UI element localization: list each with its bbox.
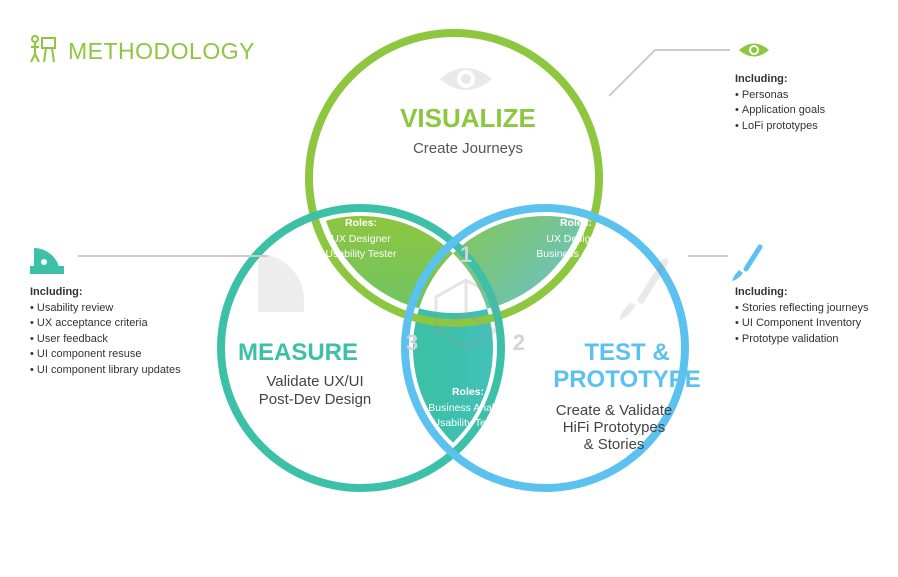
lens-visualize-test <box>413 216 589 313</box>
measure-subtitle-line1: Validate UX/UI <box>266 373 363 390</box>
measure-including-label: Including: <box>30 286 83 298</box>
roles-bottom-line2: Usability Tester <box>433 417 505 429</box>
brush-watermark-icon <box>619 258 669 320</box>
eye-icon <box>739 43 769 57</box>
list-item: Stories reflecting journeys <box>735 301 869 317</box>
roles-right-line1: UX Designer <box>546 233 606 245</box>
roles-left-line2: Usability Tester <box>326 248 398 260</box>
test-items-list: Stories reflecting journeys UI Component… <box>735 301 869 348</box>
visualize-ring <box>305 29 603 327</box>
list-item: Usability review <box>30 301 181 317</box>
list-item: UI component library updates <box>30 363 181 379</box>
visualize-subtitle: Create Journeys <box>413 140 523 157</box>
list-item: User feedback <box>30 332 181 348</box>
measure-subtitle-line2: Post-Dev Design <box>259 391 372 408</box>
visualize-including: Including: Personas Application goals Lo… <box>735 72 825 134</box>
list-item: Application goals <box>735 103 825 119</box>
test-ring <box>401 204 689 492</box>
test-subtitle-line2: HiFi Prototypes <box>563 419 666 436</box>
roles-left-label: Roles: <box>345 217 377 229</box>
test-including-label: Including: <box>735 286 788 298</box>
visualize-items-list: Personas Application goals LoFi prototyp… <box>735 88 825 135</box>
visualize-title: VISUALIZE <box>400 103 536 133</box>
lens-visualize-measure <box>319 216 493 313</box>
list-item: UX acceptance criteria <box>30 316 181 332</box>
roles-bottom-line1: Business Analyst <box>428 402 507 414</box>
measure-including: Including: Usability review UX acceptanc… <box>30 285 181 378</box>
test-subtitle-line1: Create & Validate <box>556 402 672 419</box>
visualize-including-label: Including: <box>735 73 788 85</box>
eye-watermark-icon <box>440 68 492 90</box>
page-title: METHODOLOGY <box>68 38 255 64</box>
test-subtitle-line3: & Stories <box>584 436 645 453</box>
brush-icon <box>732 244 763 281</box>
test-title-line1: TEST & <box>584 339 669 366</box>
measure-items-list: Usability review UX acceptance criteria … <box>30 301 181 379</box>
step-number-2: 2 <box>513 330 525 355</box>
page-header: METHODOLOGY <box>28 34 255 69</box>
test-including: Including: Stories reflecting journeys U… <box>735 285 868 347</box>
roles-bottom-label: Roles: <box>452 386 484 398</box>
list-item: Prototype validation <box>735 332 868 348</box>
roles-right-line2: Business Analyst <box>536 248 615 260</box>
visualize-connector <box>608 49 730 97</box>
list-item: LoFi prototypes <box>735 119 825 135</box>
roles-left-line1: UX Designer <box>331 233 391 245</box>
list-item: UI component resuse <box>30 347 181 363</box>
roles-right-label: Roles: <box>560 217 592 229</box>
list-item: UI Component Inventory <box>735 316 868 332</box>
protractor-watermark-icon <box>258 254 304 312</box>
cube-icon <box>434 278 498 350</box>
test-title-line2: PROTOTYPE <box>553 366 701 393</box>
step-number-3: 3 <box>406 330 418 355</box>
methodology-icon <box>28 34 58 69</box>
step-number-1: 1 <box>460 242 472 267</box>
measure-title: MEASURE <box>238 339 358 366</box>
ruler-protractor-icon <box>30 248 64 274</box>
measure-ring <box>217 204 505 492</box>
list-item: Personas <box>735 88 825 104</box>
